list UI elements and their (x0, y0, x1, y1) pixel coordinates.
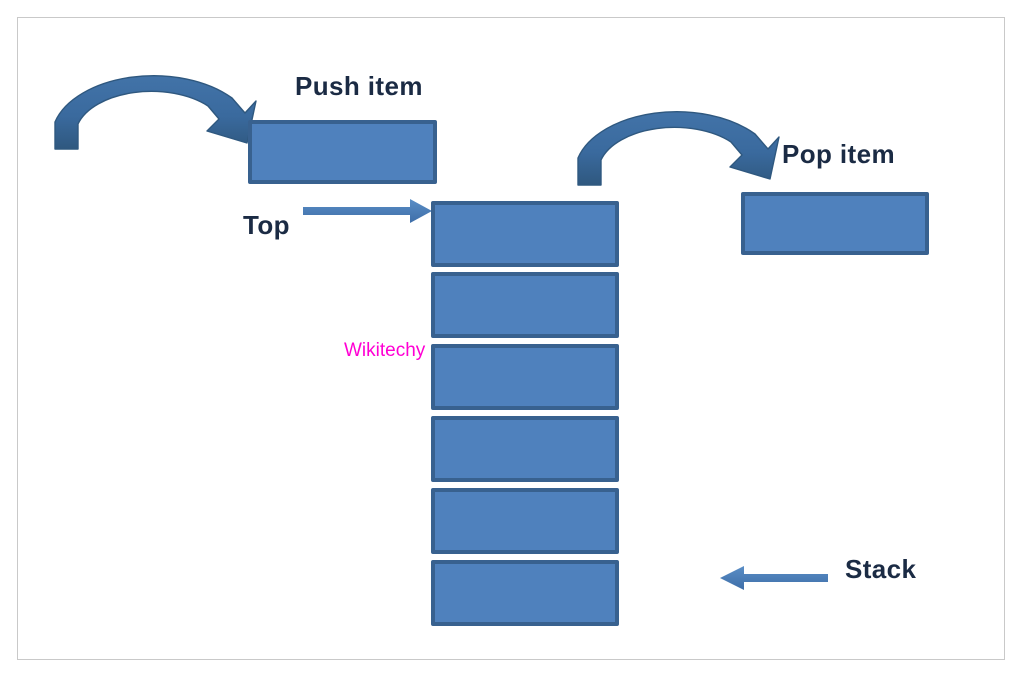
top-label: Top (243, 210, 290, 240)
stack-cell-5[interactable] (431, 488, 619, 554)
push-item-box[interactable] (248, 120, 437, 184)
pop-item-label: Pop item (782, 139, 895, 169)
wikitechy-watermark: Wikitechy (344, 340, 426, 361)
stack-label: Stack (845, 554, 917, 584)
stack-cell-bottom[interactable] (431, 560, 619, 626)
stack-cell-4[interactable] (431, 416, 619, 482)
stack-cell-3[interactable] (431, 344, 619, 410)
push-item-label: Push item (295, 71, 423, 101)
pop-item-box[interactable] (741, 192, 929, 255)
stack-cell-2[interactable] (431, 272, 619, 338)
stack-cell-top[interactable] (431, 201, 619, 267)
